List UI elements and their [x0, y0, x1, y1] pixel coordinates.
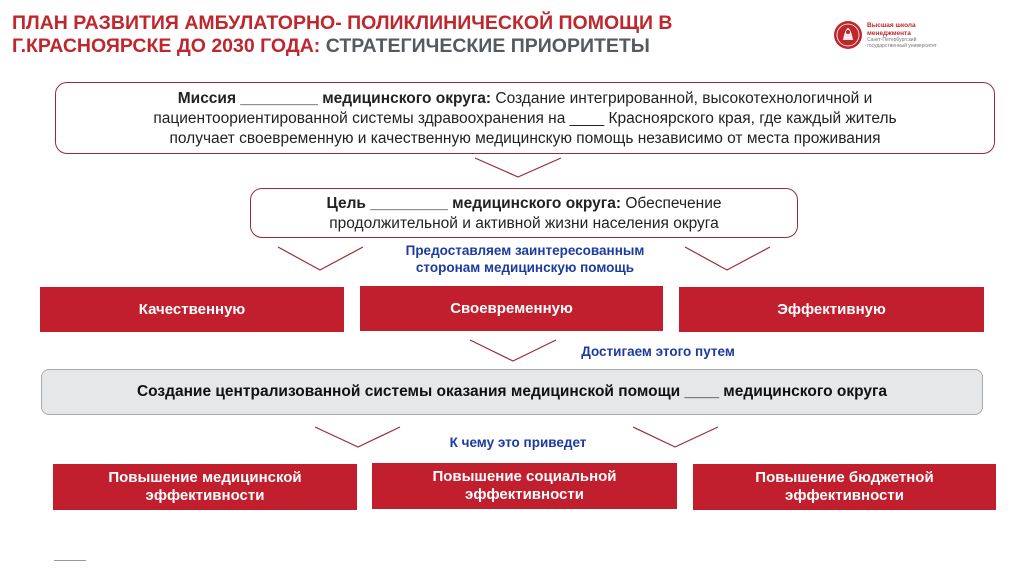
goal-text-line2: продолжительной и активной жизни населен…: [329, 215, 719, 232]
quality-label: Эффективную: [777, 300, 886, 318]
mission-label: Миссия _________ медицинского округа:: [177, 90, 492, 107]
system-box: Создание централизованной системы оказан…: [41, 369, 983, 415]
mission-text-line2: пациентоориентированной системы здравоох…: [153, 110, 897, 127]
lead-label: К чему это приведет: [449, 435, 587, 450]
outcome-line2: эффективности: [145, 487, 265, 504]
outcome-line1: Повышение медицинской: [108, 469, 302, 486]
logo-line3: Санкт-Петербургский: [867, 37, 917, 43]
goal-box: Цель _________ медицинского округа: Обес…: [250, 188, 798, 238]
quality-box-timely: Своевременную: [360, 286, 663, 331]
chevron-down-icon: [684, 246, 771, 271]
quality-box-effective: Эффективную: [679, 287, 984, 332]
title-line2-sub: СТРАТЕГИЧЕСКИЕ ПРИОРИТЕТЫ: [325, 35, 650, 57]
goal-text-line1: Обеспечение: [621, 195, 722, 212]
outcome-line1: Повышение бюджетной: [755, 469, 934, 486]
mission-box: Миссия _________ медицинского округа: Со…: [55, 82, 995, 154]
logo: Высшая школа менеджмента Санкт-Петербург…: [833, 20, 953, 56]
footer-divider: [54, 560, 86, 561]
provide-line2: сторонам медицинскую помощь: [415, 260, 635, 275]
outcome-line2: эффективности: [785, 487, 904, 504]
mission-text-line1: Создание интегрированной, высокотехнолог…: [491, 90, 873, 107]
system-text: Создание централизованной системы оказан…: [136, 383, 888, 400]
logo-line2: менеджмента: [867, 29, 911, 37]
logo-line4: государственный университет: [867, 43, 937, 49]
provide-label: Предоставляем заинтересованным сторонам …: [370, 242, 680, 276]
logo-emblem-icon: [834, 21, 862, 49]
title-line2-main: Г.КРАСНОЯРСКЕ ДО 2030 ГОДА:: [12, 35, 326, 57]
chevron-down-icon: [277, 246, 364, 271]
chevron-down-icon: [632, 426, 719, 448]
chevron-down-icon: [469, 339, 557, 362]
mission-text-line3: получает своевременную и качественную ме…: [169, 130, 881, 147]
outcome-line1: Повышение социальной: [432, 468, 617, 485]
page-title: ПЛАН РАЗВИТИЯ АМБУЛАТОРНО- ПОЛИКЛИНИЧЕСК…: [12, 12, 772, 58]
chevron-down-icon: [314, 426, 401, 448]
chevron-down-icon: [474, 157, 562, 178]
achieve-label: Достигаем этого путем: [581, 344, 735, 359]
quality-box-quality: Качественную: [40, 287, 344, 332]
logo-line1: Высшая школа: [867, 22, 916, 29]
logo-text: Высшая школа менеджмента Санкт-Петербург…: [867, 22, 957, 49]
goal-label: Цель _________ медицинского округа:: [326, 195, 622, 212]
quality-label: Своевременную: [450, 299, 573, 317]
title-line1: ПЛАН РАЗВИТИЯ АМБУЛАТОРНО- ПОЛИКЛИНИЧЕСК…: [12, 12, 673, 34]
quality-label: Качественную: [138, 300, 246, 318]
provide-line1: Предоставляем заинтересованным: [405, 243, 645, 258]
outcome-line2: эффективности: [465, 486, 584, 503]
